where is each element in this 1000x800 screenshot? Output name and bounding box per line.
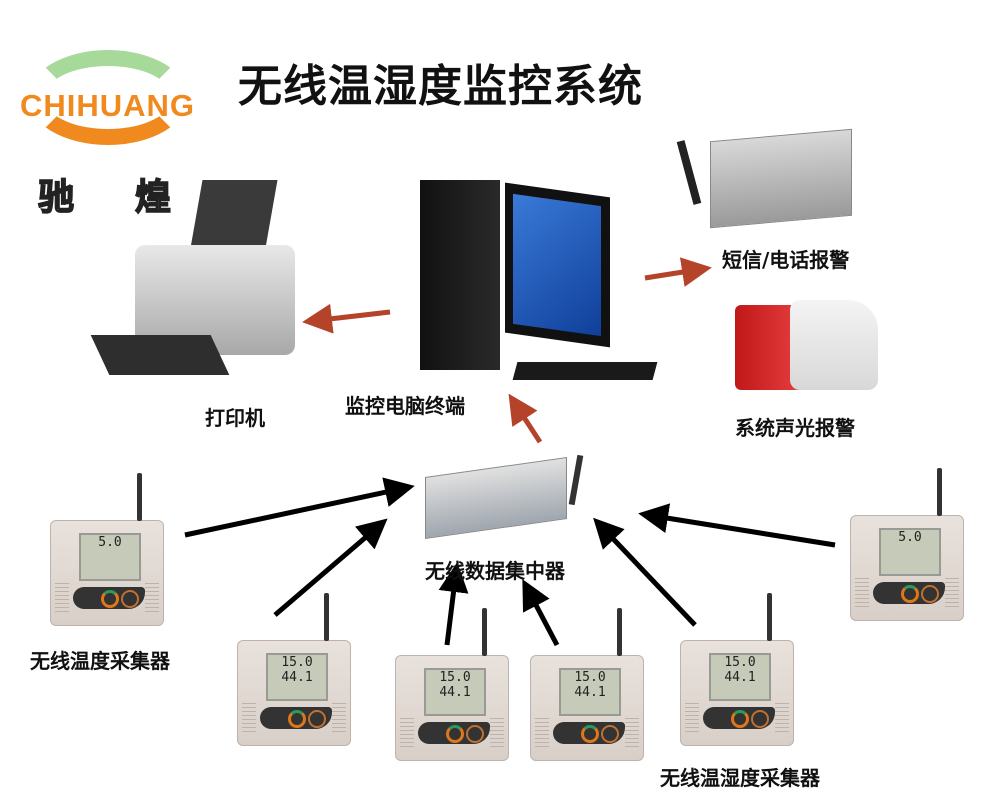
- humidity-reading: 44.1: [724, 670, 756, 685]
- humidity-reading: 44.1: [281, 670, 313, 685]
- temp-sensor-right: 5.0: [850, 468, 964, 621]
- printer-image: [90, 180, 300, 395]
- concentrator-label: 无线数据集中器: [425, 559, 565, 583]
- computer-image: [420, 180, 670, 385]
- sms-alarm-label: 短信/电话报警: [722, 248, 850, 272]
- siren-alarm-label: 系统声光报警: [735, 416, 855, 440]
- arrow-sensor-1: [273, 518, 388, 617]
- siren-alarm-image: [735, 295, 880, 395]
- temp-sensor-left: 5.0: [50, 473, 164, 626]
- temp-sensor-label: 无线温度采集器: [30, 649, 170, 673]
- arrow-to-computer: [508, 393, 543, 444]
- arrow-sensor-3: [522, 579, 560, 647]
- arrow-to-alarm: [644, 257, 712, 287]
- computer-label: 监控电脑终端: [345, 394, 465, 418]
- temp-reading: 5.0: [98, 535, 122, 550]
- arrow-right-sensor: [638, 503, 836, 548]
- arrow-sensor-4: [593, 517, 697, 627]
- temp-reading: 15.0: [439, 670, 471, 685]
- printer-label: 打印机: [205, 406, 265, 430]
- arrow-left-sensor: [184, 477, 415, 538]
- temp-reading: 5.0: [898, 530, 922, 545]
- sms-alarm-image: [676, 128, 860, 230]
- temp-reading: 15.0: [281, 655, 313, 670]
- logo: [20, 45, 190, 155]
- humidity-reading: 44.1: [574, 685, 606, 700]
- arrow-sensor-2: [438, 562, 469, 646]
- logo-text: CHIHUANG: [20, 88, 196, 123]
- logo-cn-2: 煌: [134, 176, 172, 219]
- temp-reading: 15.0: [574, 670, 606, 685]
- logo-cn-1: 驰: [37, 176, 75, 219]
- arrow-to-printer: [302, 303, 391, 334]
- temp-reading: 15.0: [724, 655, 756, 670]
- temp-hum-sensor-label: 无线温湿度采集器: [660, 766, 820, 790]
- concentrator-image: [425, 454, 590, 539]
- page-title: 无线温湿度监控系统: [238, 61, 643, 112]
- humidity-reading: 44.1: [439, 685, 471, 700]
